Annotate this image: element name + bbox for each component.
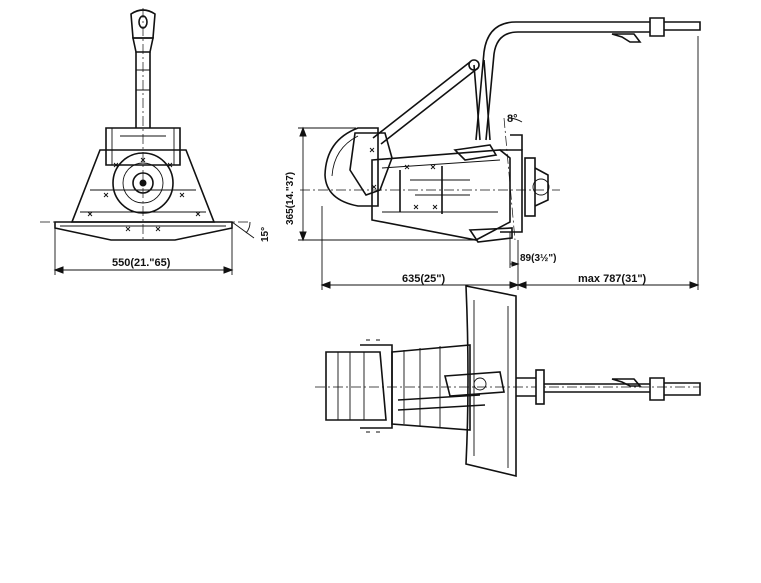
front-angle-dimension: 15°	[260, 227, 271, 242]
side-height-dimension: 365(14."37)	[285, 172, 296, 225]
tilt-angle-dimension: 8°	[507, 113, 518, 125]
length-dimension: 635(25")	[402, 273, 445, 285]
max-length-dimension: max 787(31")	[578, 273, 647, 285]
top-view	[315, 285, 701, 478]
front-width-dimension: 550(21."65)	[112, 257, 171, 269]
front-view	[40, 8, 255, 275]
offset-dimension: 89(3½")	[520, 253, 556, 264]
side-view	[298, 17, 701, 290]
